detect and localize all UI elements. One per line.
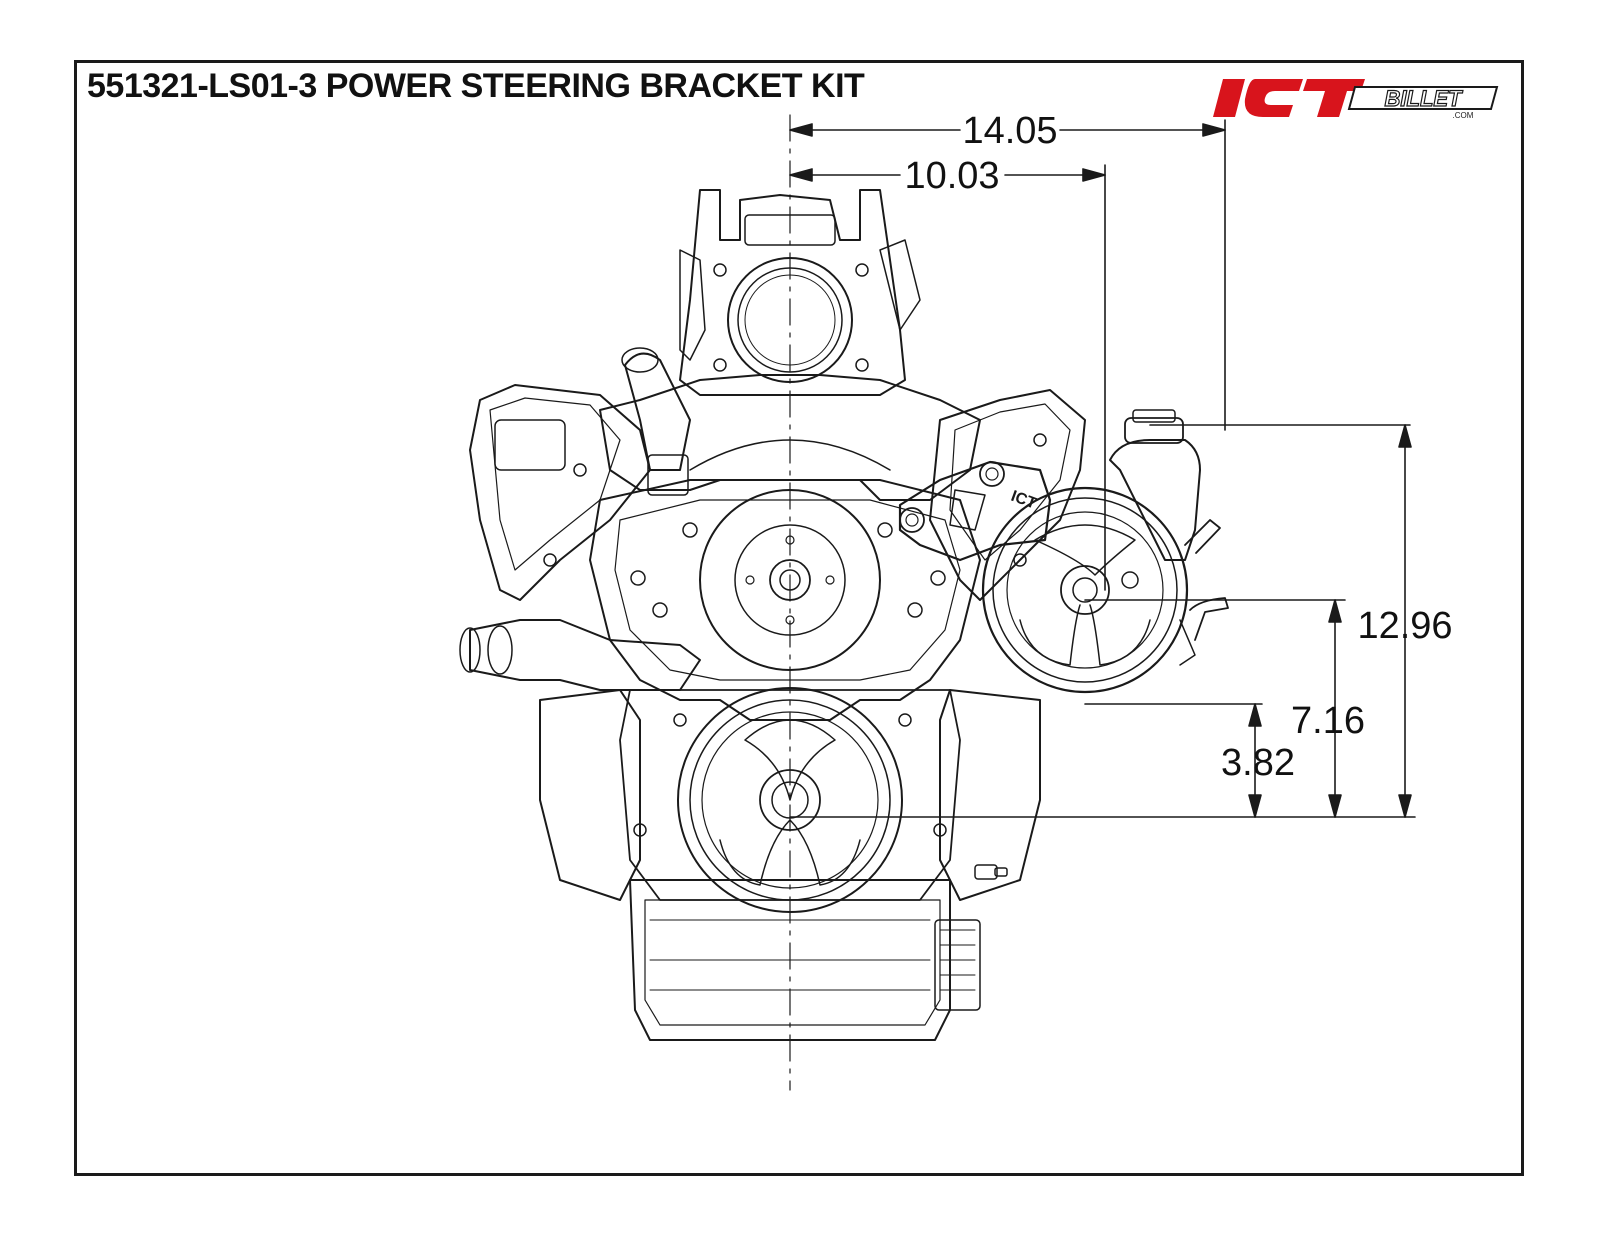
drawing-sheet-frame: 551321-LS01-3 POWER STEERING BRACKET KIT… <box>74 60 1524 1176</box>
throttle-body <box>679 189 921 396</box>
logo-billet-text: BILLET <box>1385 86 1464 111</box>
dim-14-05-label: 14.05 <box>962 110 1057 152</box>
power-steering-pump <box>981 409 1229 694</box>
engine-block <box>469 374 1086 1041</box>
logo-ict-mark <box>1213 79 1365 117</box>
dim-3-82-label: 3.82 <box>1221 742 1295 784</box>
coolant-neck <box>621 347 691 496</box>
ict-billet-logo: BILLET .COM <box>1213 79 1499 120</box>
dim-10-03-label: 10.03 <box>904 155 999 197</box>
logo-domain-text: .COM <box>1453 111 1474 120</box>
fastener-bolts <box>543 433 1047 837</box>
dim-12-96-label: 12.96 <box>1357 605 1452 647</box>
dimension-lines <box>789 119 1416 818</box>
drawing-title: 551321-LS01-3 POWER STEERING BRACKET KIT <box>87 67 865 105</box>
dim-7-16-label: 7.16 <box>1291 700 1365 742</box>
logo-billet-wordmark: BILLET .COM <box>1347 85 1499 120</box>
water-outlet-pipe <box>459 619 701 691</box>
